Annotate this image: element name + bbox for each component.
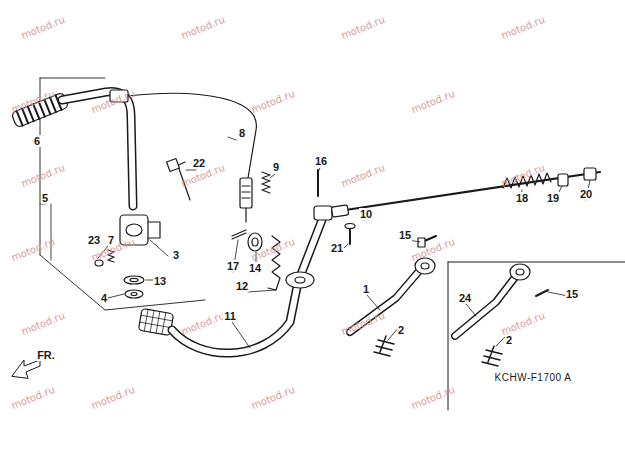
callout-number: 4	[100, 292, 108, 304]
callout-number: 16	[314, 155, 328, 167]
watermark: motod.ru	[340, 310, 387, 337]
watermark: motod.ru	[250, 88, 297, 115]
callout-number: 3	[172, 249, 180, 261]
callout-number: 14	[248, 262, 262, 274]
callout-number: 19	[546, 192, 560, 204]
watermark: motod.ru	[20, 162, 67, 189]
watermark: motod.ru	[410, 236, 457, 263]
watermark: motod.ru	[250, 384, 297, 411]
drawing-code: KCHW-F1700 A	[494, 372, 573, 384]
watermark: motod.ru	[20, 14, 67, 41]
watermark: motod.ru	[340, 162, 387, 189]
callout-number: 8	[238, 127, 246, 139]
callout-number: 11	[223, 310, 237, 322]
callout-number: 6	[33, 135, 41, 147]
watermark: motod.ru	[180, 14, 227, 41]
watermark: motod.ru	[90, 384, 137, 411]
watermark: motod.ru	[10, 236, 57, 263]
watermark: motod.ru	[410, 88, 457, 115]
callout-number: 18	[515, 192, 529, 204]
watermark: motod.ru	[410, 384, 457, 411]
watermark: motod.ru	[20, 310, 67, 337]
watermark: motod.ru	[180, 310, 227, 337]
callout-number: 13	[153, 275, 167, 287]
callout-number: 22	[192, 157, 206, 169]
callout-number: 15	[398, 229, 412, 241]
callout-number: 17	[226, 260, 240, 272]
callout-number: 7	[107, 234, 115, 246]
callout-number: 1	[362, 283, 370, 295]
callout-number: 12	[235, 280, 249, 292]
callout-number: 20	[579, 188, 593, 200]
watermark: motod.ru	[10, 384, 57, 411]
callout-number: 2	[397, 324, 405, 336]
callout-number: 9	[272, 161, 280, 173]
callout-number: 2	[505, 334, 513, 346]
callout-number: 10	[359, 208, 373, 220]
callout-number: 24	[458, 292, 472, 304]
watermark: motod.ru	[340, 14, 387, 41]
watermark: motod.ru	[500, 14, 547, 41]
callout-number: 5	[41, 192, 49, 204]
callout-number: 21	[330, 242, 344, 254]
direction-label: FR.	[36, 349, 56, 361]
callout-number: 23	[87, 234, 101, 246]
callout-number: 15	[565, 288, 579, 300]
